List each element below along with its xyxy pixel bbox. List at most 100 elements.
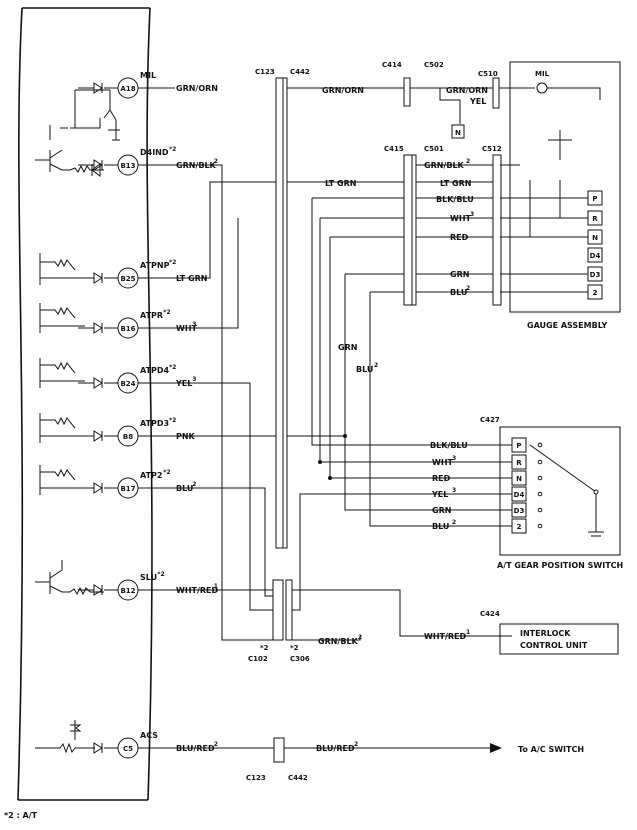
gear-position-label: 2 [517, 523, 522, 531]
ecm-pin-signal-mark: *2 [163, 309, 170, 316]
gear-position-label: D4 [514, 491, 525, 499]
wire-blu-vert-label: BLU [356, 365, 373, 374]
gear-position-pin [511, 437, 527, 453]
c414-connector [403, 77, 411, 107]
c414-label: C414 [382, 61, 402, 69]
c424-label: C424 [480, 610, 500, 618]
c442-label: C442 [290, 68, 310, 76]
gear-contact-icon [537, 491, 543, 497]
ecm-pins: A18MILGRN/ORNB13D4IND*2GRN/BLK2B25ATPNP*… [78, 71, 219, 759]
ecm-pin-signal-mark: *2 [157, 571, 164, 578]
gauge-position-label: 2 [593, 289, 598, 297]
at-gear-switch-box [499, 426, 621, 556]
c102-star-label: *2 [260, 644, 269, 652]
ecm-pin-id: B24 [120, 380, 135, 388]
diode-icon [93, 430, 103, 442]
wire-blu-red-sup: 2 [354, 741, 358, 748]
ecm-pin-signal: ATPD4 [140, 366, 170, 375]
wire-labels: GRN/ORN GRN/ORN YEL GRN/BLK 2 LT GRN LT … [316, 86, 488, 753]
ecm-pin-id: B13 [120, 162, 135, 170]
wire-wht-label-2: WHT [432, 458, 454, 467]
wire-lt-grn-label-2: LT GRN [440, 179, 471, 188]
ac-switch-label: To A/C SWITCH [518, 745, 584, 754]
gauge-mil-label: MIL [535, 70, 550, 78]
wire-grn-label: GRN [450, 270, 469, 279]
c442-lower-label: C442 [288, 774, 308, 782]
wire-grn-blk-label-2: GRN/BLK [318, 637, 359, 646]
ecm-pin-id: C5 [123, 745, 133, 753]
c415-connector [403, 154, 413, 306]
ecm-pin-signal-mark: *2 [169, 417, 176, 424]
gear-position-label: N [516, 475, 522, 483]
c123-lower-label: C123 [246, 774, 266, 782]
gauge-position-pin [587, 247, 603, 263]
wire-wht-sup-2: 3 [452, 455, 456, 462]
gear-contact-icon [537, 459, 543, 465]
c510-connector [492, 77, 500, 109]
ecm-pin-signal: ATPD3 [140, 419, 169, 428]
wire-blu-label-2: BLU [432, 522, 449, 531]
ecm-pin-signal: SLU [140, 573, 157, 582]
gauge-position-pin [587, 210, 603, 226]
wire-lt-grn-label: LT GRN [325, 179, 356, 188]
gauge-position-label: N [592, 234, 598, 242]
wire-wht-sup: 3 [470, 211, 474, 218]
ecm-pin-circle [117, 77, 139, 99]
ecm-pin-signal-mark: *2 [169, 259, 176, 266]
wire-grn-vert-label: GRN [338, 343, 357, 352]
gear-position-label: P [516, 442, 521, 450]
ecm-internal-circuits [35, 89, 120, 754]
diode-icon [93, 322, 103, 334]
diode-icon [93, 82, 103, 94]
ecm-pin-id: A18 [120, 85, 135, 93]
interlock-control-unit: INTERLOCK CONTROL UNIT [499, 623, 619, 655]
c501-connector [411, 154, 417, 306]
diode-icon [93, 377, 103, 389]
ecm-pin-wire-sup: 1 [214, 583, 218, 590]
ecm-pin-signal: MIL [140, 71, 156, 80]
ecm-pin-signal: ACS [140, 731, 158, 740]
diode-icon [93, 584, 103, 596]
wire-grn-orn-label-2: GRN/ORN [446, 86, 488, 95]
connector-labels: C123 C442 C414 C502 C510 C415 C501 C512 … [246, 61, 502, 782]
wire-wht-red-sup: 1 [466, 629, 470, 636]
wire-red-label-2: RED [432, 474, 451, 483]
gear-position-pin [511, 486, 527, 502]
wiring-runs [138, 87, 535, 753]
ecm-pin-id: B25 [120, 275, 135, 283]
gear-contact-icon [537, 507, 543, 513]
ecm-pin-signal: ATPNP [140, 261, 170, 270]
wire-grn-blk-sup: 2 [466, 158, 470, 165]
trunk-connectors [272, 77, 502, 763]
ecm-pin-signal: ATP2 [140, 471, 162, 480]
gear-contact-icon [537, 523, 543, 529]
ecm-pin-signal: ATPR [140, 311, 163, 320]
c306-label: C306 [290, 655, 310, 663]
ecm-pin-wire-sup: 2 [192, 481, 196, 488]
gauge-n-box [451, 124, 465, 139]
ac-arrow-icon [490, 743, 502, 753]
gauge-n-box-label: N [455, 129, 461, 137]
wire-yel-label: YEL [469, 97, 486, 106]
gauge-position-pin [587, 284, 603, 300]
ecm-pin-id: B17 [120, 485, 135, 493]
wire-grn-blk-sup-2: 2 [358, 634, 362, 641]
ecm-pin-wire-sup: 3 [192, 321, 196, 328]
c512-label: C512 [482, 145, 502, 153]
gear-position-label: R [516, 459, 522, 467]
ecm-pin-id: B16 [120, 325, 135, 333]
gauge-position-label: R [592, 215, 598, 223]
wire-blu-red-label: BLU/RED [316, 744, 355, 753]
c123-label: C123 [255, 68, 275, 76]
gauge-position-pin [587, 229, 603, 245]
diode-icon [93, 272, 103, 284]
wire-wht-label: WHT [450, 214, 472, 223]
ecm-outline [17, 7, 153, 801]
gauge-assembly-box [509, 61, 621, 313]
gauge-position-label: P [592, 195, 597, 203]
gear-position-pin [511, 470, 527, 486]
